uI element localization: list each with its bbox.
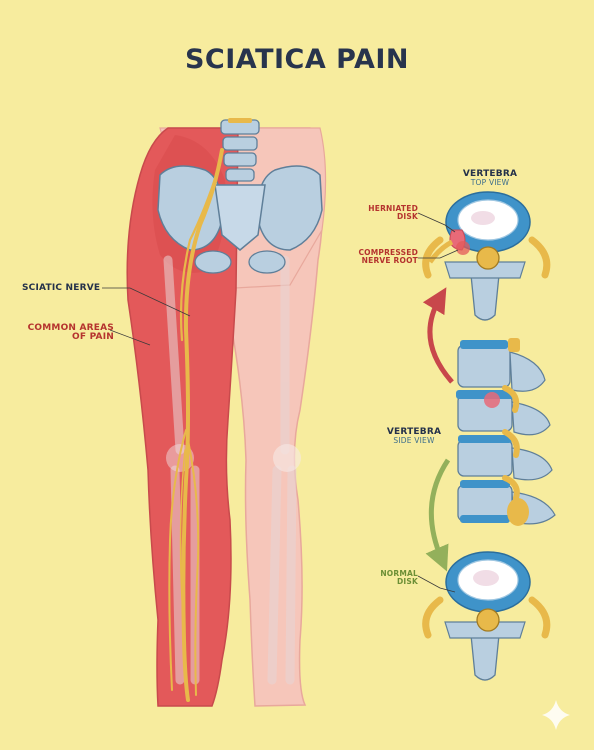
sciatic-nerve-label: SCIATIC NERVE <box>22 283 101 293</box>
pain-areas-line1: COMMON AREAS <box>27 323 114 333</box>
herniated-line2: DISK <box>396 211 418 221</box>
normal-disk-label: NORMAL DISK <box>366 570 418 586</box>
compressed-line2: NERVE ROOT <box>361 255 418 265</box>
herniated-disk-label: HERNIATED DISK <box>352 205 418 221</box>
red-arrow <box>422 287 454 384</box>
pain-areas-line2: OF PAIN <box>72 332 114 343</box>
lumbar-spine <box>220 118 260 182</box>
normal-line2: DISK <box>396 576 418 586</box>
compressed-line1: COMPRESSED <box>358 248 418 257</box>
green-arrow <box>425 458 451 572</box>
vertebra-side-label: VERTEBRA SIDE VIEW <box>384 427 444 446</box>
pain-areas-label: COMMON AREAS OF PAIN <box>14 323 114 343</box>
vertebra-top-label: VERTEBRA TOP VIEW <box>462 169 518 188</box>
top-view-subtitle: TOP VIEW <box>470 178 510 188</box>
compressed-nerve-root-label: COMPRESSED NERVE ROOT <box>340 249 418 265</box>
sciatic-nerve <box>168 148 224 702</box>
vertebra-side-view <box>456 338 556 526</box>
sparkle-icon <box>542 700 570 730</box>
leader-lines <box>102 212 459 593</box>
vertebra-top-view-herniated <box>422 191 551 321</box>
side-view-subtitle: SIDE VIEW <box>393 436 435 446</box>
vertebra-top-view-normal <box>422 551 551 681</box>
vertebra-top-title: VERTEBRA <box>462 169 518 179</box>
herniated-line1: HERNIATED <box>368 204 418 213</box>
vertebra-side-title: VERTEBRA <box>386 427 442 437</box>
normal-line1: NORMAL <box>380 569 418 578</box>
page-title: SCIATICA PAIN <box>184 44 410 75</box>
pelvis <box>157 165 323 274</box>
